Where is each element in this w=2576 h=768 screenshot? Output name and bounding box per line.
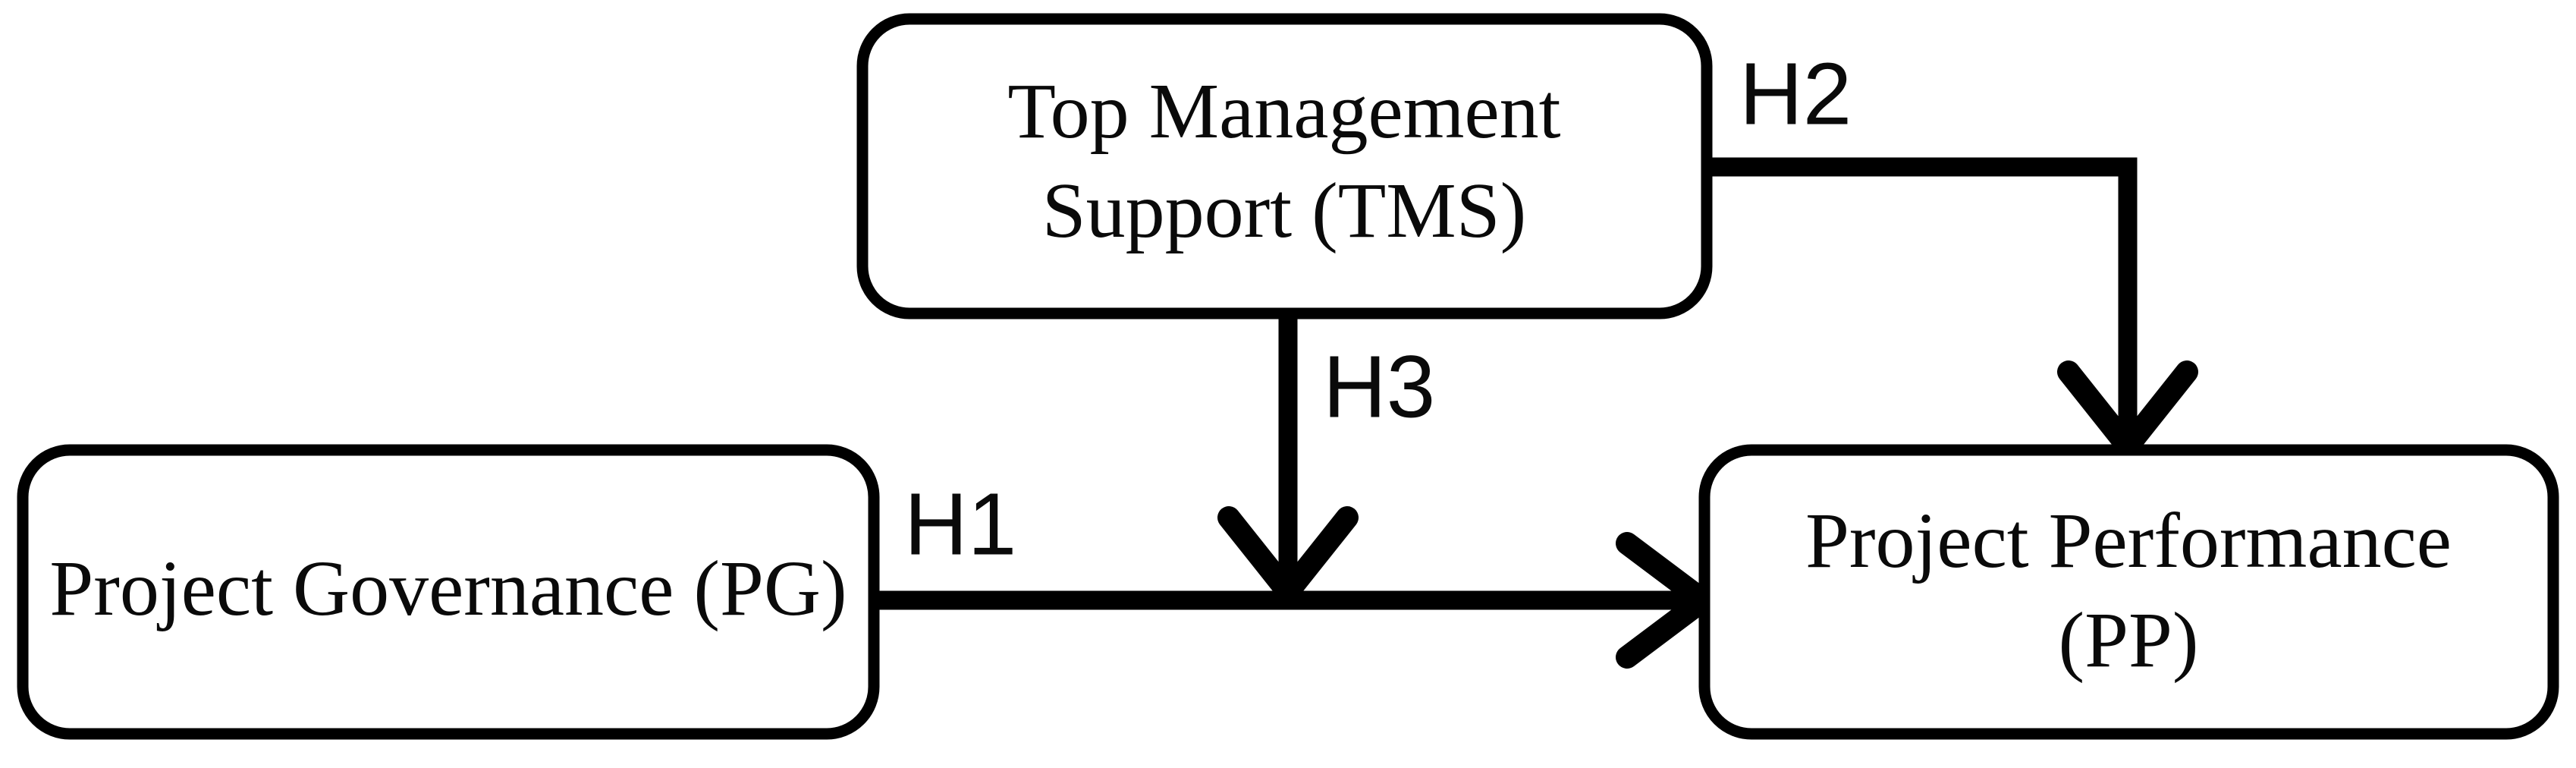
h3-arrowhead-icon: [1217, 506, 1359, 603]
pp-label-line2: (PP): [2059, 596, 2199, 684]
tms-label-line1: Top Management: [1007, 68, 1560, 155]
hypothesis-label-h2: H2: [1739, 45, 1852, 143]
pp-label-line1: Project Performance: [1805, 497, 2452, 584]
node-top-management-support[interactable]: Top Management Support (TMS): [856, 13, 1713, 319]
pg-box[interactable]: [17, 444, 880, 740]
pg-label-line1: Project Governance (PG): [49, 545, 847, 632]
h2-line: [1707, 157, 2138, 436]
tms-box[interactable]: [856, 13, 1713, 319]
pp-box[interactable]: [1698, 444, 2559, 740]
hypothesis-label-h1: H1: [904, 475, 1016, 574]
node-project-governance[interactable]: Project Governance (PG): [17, 444, 880, 740]
edge-h3: [1217, 310, 1359, 603]
tms-label-line2: Support (TMS): [1042, 167, 1526, 254]
edge-h2: [1707, 157, 2198, 458]
node-project-performance[interactable]: Project Performance (PP): [1698, 444, 2559, 740]
hypothesis-label-h3: H3: [1323, 338, 1435, 436]
